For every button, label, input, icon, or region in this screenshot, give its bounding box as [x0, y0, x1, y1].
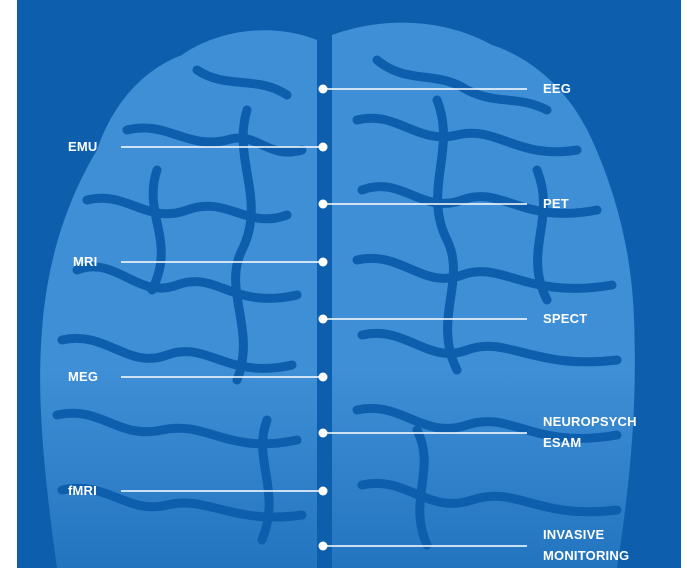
dot-marker-eeg [318, 84, 328, 94]
label-neuropsych: NEUROPSYCH ESAM [543, 411, 637, 453]
dot-marker-spect [318, 314, 328, 324]
dot-marker-pet [318, 199, 328, 209]
connector-lines [121, 88, 527, 547]
dot-markers [318, 84, 328, 551]
label-meg: MEG [68, 369, 99, 384]
label-pet: PET [543, 196, 569, 211]
label-emu: EMU [68, 139, 98, 154]
dot-marker-neuropsych [318, 428, 328, 438]
label-eeg: EEG [543, 81, 572, 96]
diagram-canvas: EEG PET SPECT NEUROPSYCH ESAM INVASIVE M… [17, 0, 681, 568]
label-neuropsych-line2: ESAM [543, 435, 582, 450]
label-invasive-monitoring: INVASIVE MONITORING [543, 524, 629, 566]
label-invasive-line2: MONITORING [543, 548, 630, 563]
dot-marker-mri [318, 257, 328, 267]
label-mri: MRI [73, 254, 98, 269]
label-fmri: fMRI [68, 483, 97, 498]
dot-marker-fmri [318, 486, 328, 496]
label-invasive-line1: INVASIVE [543, 527, 605, 542]
brain-illustration [17, 0, 681, 568]
dot-marker-emu [318, 142, 328, 152]
dot-marker-meg [318, 372, 328, 382]
label-spect: SPECT [543, 311, 588, 326]
dot-marker-invasive [318, 541, 328, 551]
label-neuropsych-line1: NEUROPSYCH [543, 414, 637, 429]
bottom-fade [17, 0, 681, 568]
